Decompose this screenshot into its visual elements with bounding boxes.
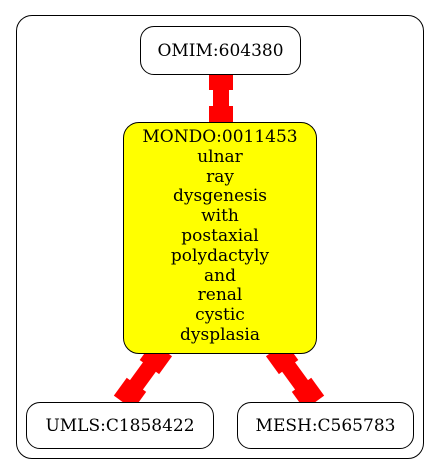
node-omim[interactable]: OMIM:604380 bbox=[140, 26, 301, 75]
node-mondo-label-line: dysplasia bbox=[180, 324, 260, 345]
node-mondo-label-line: ray bbox=[206, 166, 234, 187]
edge-shaft bbox=[280, 360, 310, 392]
node-mesh-label: MESH:C565783 bbox=[255, 415, 396, 436]
node-mondo[interactable]: MONDO:0011453 ulnar ray dysgenesis with … bbox=[123, 122, 317, 354]
edge-arrowhead-bottom bbox=[113, 377, 147, 410]
node-mondo-label-line: ulnar bbox=[197, 146, 243, 167]
node-mondo-label-line: MONDO:0011453 bbox=[142, 127, 298, 147]
node-mondo-label-line: polydactyly bbox=[170, 245, 270, 266]
node-umls[interactable]: UMLS:C1858422 bbox=[26, 402, 214, 449]
node-mondo-label-line: and bbox=[204, 265, 236, 286]
node-mesh[interactable]: MESH:C565783 bbox=[237, 402, 414, 449]
node-mondo-label-line: cystic bbox=[195, 305, 245, 326]
edge-arrowhead-bottom bbox=[291, 377, 325, 410]
node-umls-label: UMLS:C1858422 bbox=[45, 415, 195, 436]
node-mondo-label-line: dysgenesis bbox=[172, 186, 268, 207]
node-mondo-label-line: postaxial bbox=[181, 225, 259, 246]
node-mondo-label-line: renal bbox=[197, 285, 243, 306]
node-mondo-label-line: with bbox=[201, 206, 239, 227]
edge-shaft bbox=[213, 88, 229, 108]
edge-omim-to-mondo bbox=[209, 68, 233, 128]
node-omim-label: OMIM:604380 bbox=[157, 40, 284, 61]
edge-shaft bbox=[128, 360, 158, 392]
